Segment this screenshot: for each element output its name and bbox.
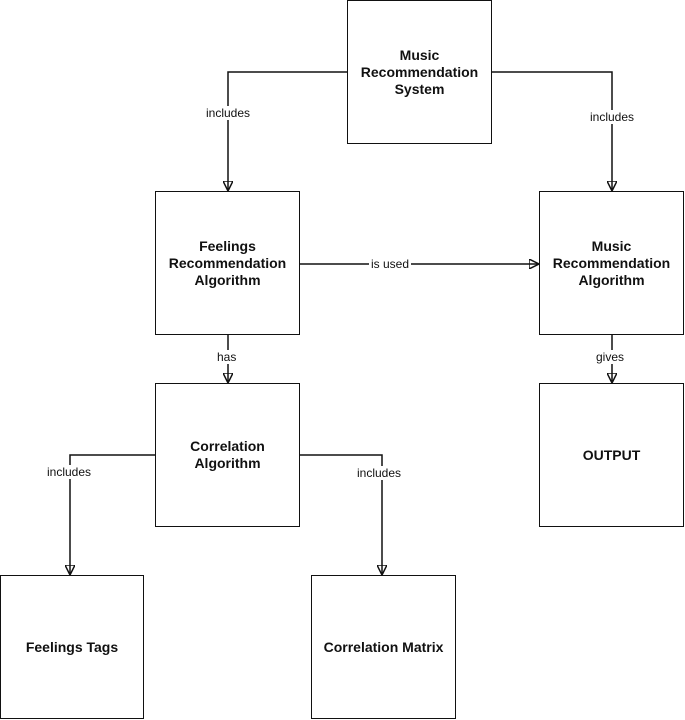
edge-label-music-to-output: gives: [594, 350, 627, 364]
edge-correlation-to-matrix: [300, 454, 382, 574]
feelings-tags-node[interactable]: Feelings Tags: [0, 575, 144, 719]
feelings-recommendation-algorithm-node[interactable]: Feelings Recommendation Algorithm: [155, 191, 300, 335]
music-recommendation-system-label: Music Recommendation System: [360, 46, 479, 97]
edge-system-to-music: [492, 71, 612, 190]
output-label: OUTPUT: [582, 446, 641, 463]
edge-label-feelings-to-correlation: has: [215, 350, 239, 364]
edge-label-correlation-to-matrix: includes: [355, 466, 404, 480]
music-recommendation-algorithm-node[interactable]: Music Recommendation Algorithm: [539, 191, 684, 335]
music-recommendation-system-node[interactable]: Music Recommendation System: [347, 0, 492, 144]
edge-label-feelings-to-music: is used: [369, 257, 412, 271]
feelings-tags-label: Feelings Tags: [25, 638, 119, 655]
correlation-matrix-label: Correlation Matrix: [323, 638, 444, 655]
correlation-algorithm-node[interactable]: Correlation Algorithm: [155, 383, 300, 527]
edge-system-to-feelings: [228, 71, 347, 190]
correlation-algorithm-label: Correlation Algorithm: [190, 438, 265, 471]
feelings-recommendation-algorithm-label: Feelings Recommendation Algorithm: [168, 237, 287, 288]
edge-label-system-to-feelings: includes: [204, 106, 253, 120]
edge-label-correlation-to-tags: includes: [45, 465, 94, 479]
output-node[interactable]: OUTPUT: [539, 383, 684, 527]
music-recommendation-algorithm-label: Music Recommendation Algorithm: [552, 237, 671, 288]
edge-correlation-to-tags: [70, 454, 155, 574]
correlation-matrix-node[interactable]: Correlation Matrix: [311, 575, 456, 719]
edge-label-system-to-music: includes: [588, 110, 637, 124]
